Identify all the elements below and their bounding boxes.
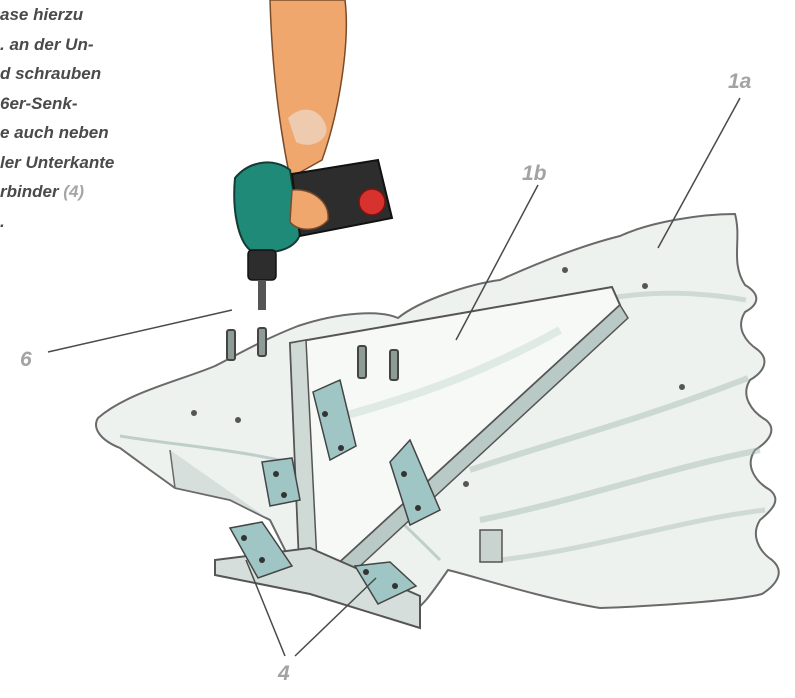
leader-line-4a	[245, 559, 286, 657]
screw-hole	[235, 417, 241, 423]
instruction-line-5: e auch neben	[0, 123, 109, 142]
board-underside	[169, 449, 271, 521]
angle-bracket	[228, 521, 294, 579]
hand-fingers	[289, 189, 329, 230]
callout-1a: 1a	[728, 70, 752, 93]
drill-chuck	[247, 249, 277, 281]
screw-hole	[191, 410, 197, 416]
angle-bracket	[312, 378, 357, 462]
support-block	[479, 529, 503, 563]
callout-1b: 1b	[522, 162, 547, 185]
callout-6: 6	[20, 348, 32, 371]
arm-highlight	[288, 109, 327, 145]
instruction-line-3: d schrauben	[0, 64, 102, 83]
leader-line-6	[47, 309, 233, 353]
screw	[357, 345, 367, 379]
leader-line-1b	[455, 184, 539, 341]
screw-hole	[463, 481, 469, 487]
drill-bit	[258, 280, 266, 310]
drill-body	[233, 161, 302, 254]
instruction-line-7: rbinder (4)	[0, 182, 85, 201]
instruction-line-4: 6er-Senk-	[0, 93, 78, 113]
instruction-line-1: ase hierzu	[0, 5, 84, 24]
screw-hole	[679, 384, 685, 390]
screws	[226, 327, 399, 381]
instruction-line-6: ler Unterkante	[0, 152, 115, 172]
drill-red-button	[358, 188, 386, 216]
screw	[226, 329, 236, 361]
board-shade-2	[469, 375, 750, 473]
screw-hole	[642, 283, 648, 289]
leader-line-4b	[294, 577, 377, 657]
callout-4: 4	[278, 662, 290, 685]
board-1b-shade	[328, 326, 562, 424]
screw	[389, 349, 399, 381]
board-shade-4	[499, 507, 766, 563]
instruction-text: ase hierzu . an der Un- d schrauben 6er-…	[0, 0, 200, 236]
angle-bracket	[389, 438, 441, 527]
leader-line-1a	[657, 97, 741, 249]
screw-hole	[562, 267, 568, 273]
screw	[257, 327, 267, 357]
ref-4-inline: (4)	[63, 182, 85, 201]
instruction-line-2: . an der Un-	[0, 34, 94, 54]
drill-illustration	[233, 0, 394, 310]
instruction-line-8: .	[0, 211, 5, 231]
angle-bracket	[261, 457, 301, 507]
arm	[269, 0, 348, 180]
board-shade-3	[479, 447, 761, 523]
angle-bracket	[353, 561, 418, 605]
